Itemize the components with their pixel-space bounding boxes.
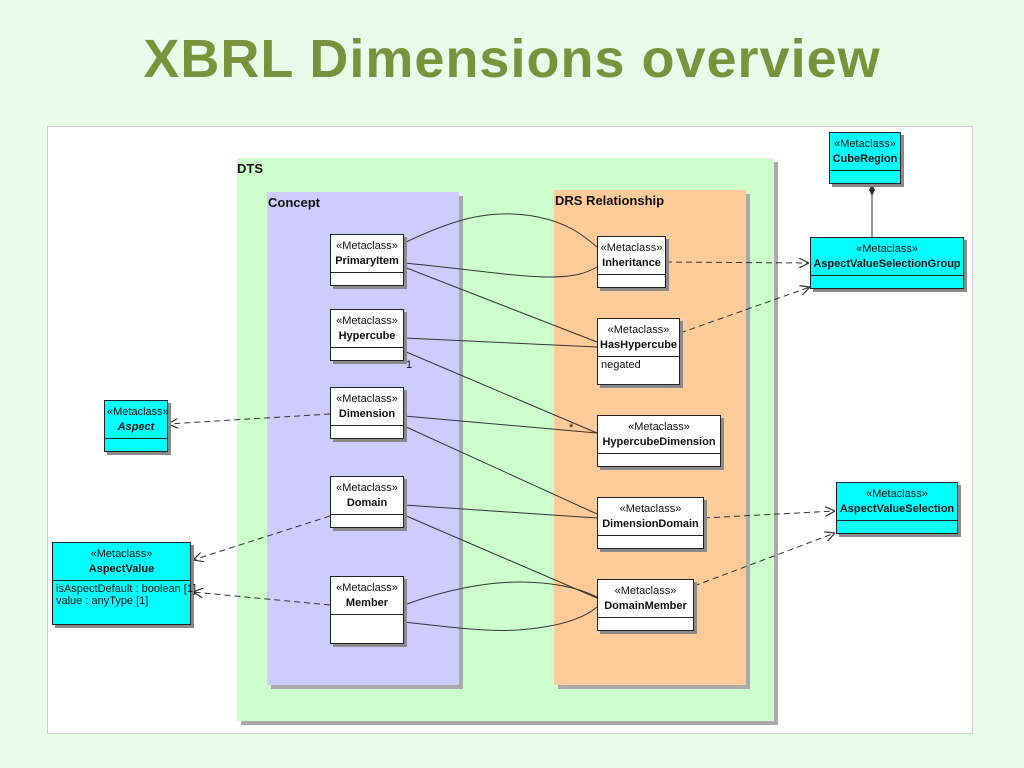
stereotype-label: «Metaclass» <box>856 243 918 255</box>
drs-relationship-package-label: DRS Relationship <box>555 193 665 208</box>
hypercube-multiplicity: 1 <box>406 359 413 371</box>
hashypercube-class[interactable]: «Metaclass» HasHypercube negated <box>597 318 680 385</box>
cuberegion-class[interactable]: «Metaclass» CubeRegion <box>829 132 901 184</box>
class-name: Domain <box>346 497 388 509</box>
stereotype-label: «Metaclass» <box>607 324 670 336</box>
domainmember-class[interactable]: «Metaclass» DomainMember <box>597 579 694 631</box>
aspect-class[interactable]: «Metaclass» Aspect <box>104 400 169 452</box>
class-name: PrimaryItem <box>335 255 399 267</box>
dimension-dimensiondomain-link <box>403 425 598 515</box>
concept-package-label: Concept <box>268 195 320 210</box>
class-name: AspectValueSelection <box>839 503 955 515</box>
stereotype-label: «Metaclass» <box>336 315 398 327</box>
class-name: AspectValueSelectionGroup <box>813 258 961 270</box>
primaryitem-inheritance-link-bottom <box>403 262 598 278</box>
hypercube-class[interactable]: «Metaclass» Hypercube <box>330 309 404 361</box>
class-name: Hypercube <box>338 330 396 342</box>
stereotype-label: «Metaclass» <box>866 488 928 500</box>
dimension-hypercubedimension-link <box>403 415 598 434</box>
hypercube-hypercubedimension-link <box>403 350 598 434</box>
aspectvalueselectiongroup-class[interactable]: «Metaclass» AspectValueSelectionGroup <box>810 237 964 289</box>
domain-class[interactable]: «Metaclass» Domain <box>330 476 404 528</box>
class-name: Inheritance <box>602 257 661 269</box>
hypercubedimension-class[interactable]: «Metaclass» HypercubeDimension <box>597 415 721 467</box>
domainmember-to-avs-dependency <box>693 533 835 587</box>
hypercubedimension-multiplicity: * <box>569 422 574 434</box>
class-name: HypercubeDimension <box>602 436 716 448</box>
association-lines <box>48 184 875 631</box>
class-name: DimensionDomain <box>602 518 699 530</box>
class-name: Aspect <box>117 421 155 433</box>
stereotype-label: «Metaclass» <box>834 138 896 150</box>
slide-title: XBRL Dimensions overview <box>143 29 881 89</box>
primaryitem-hashypercube-link <box>403 266 598 343</box>
hashypercube-to-avsg-dependency <box>679 287 810 334</box>
dimension-to-aspect-dependency <box>168 413 331 424</box>
domain-dimensiondomain-link <box>403 504 598 519</box>
class-name: AspectValue <box>88 563 155 575</box>
class-name: CubeRegion <box>832 153 898 165</box>
dimensiondomain-to-avs-dependency <box>703 511 835 519</box>
class-name: Member <box>345 597 389 609</box>
stereotype-label: «Metaclass» <box>628 421 690 433</box>
stereotype-label: «Metaclass» <box>336 240 398 252</box>
stereotype-label: «Metaclass» <box>600 242 663 254</box>
stereotype-label: «Metaclass» <box>107 406 169 418</box>
negated-attribute: negated <box>601 359 641 371</box>
member-to-aspectvalue-dependency <box>193 592 331 606</box>
member-domainmember-link-bottom <box>403 606 598 631</box>
inheritance-class[interactable]: «Metaclass» Inheritance <box>597 236 666 288</box>
dts-package-label: DTS <box>237 161 263 176</box>
diagram-canvas: DTS Concept DRS Relationship <box>47 126 973 734</box>
dimensiondomain-class[interactable]: «Metaclass» DimensionDomain <box>597 497 704 549</box>
stereotype-label: «Metaclass» <box>90 548 153 560</box>
stereotype-label: «Metaclass» <box>614 585 677 597</box>
stereotype-label: «Metaclass» <box>619 503 682 515</box>
member-class[interactable]: «Metaclass» Member <box>330 576 404 644</box>
class-name: DomainMember <box>604 600 687 612</box>
member-domainmember-link-top <box>403 581 598 606</box>
aspectvalueselection-class[interactable]: «Metaclass» AspectValueSelection <box>836 482 958 534</box>
value-attribute: value : anyType [1] <box>56 595 149 607</box>
class-name: Dimension <box>338 408 396 420</box>
stereotype-label: «Metaclass» <box>336 393 398 405</box>
primaryitem-class[interactable]: «Metaclass» PrimaryItem <box>330 234 404 286</box>
hypercube-hashypercube-link <box>403 337 598 348</box>
isaspectdefault-attribute: isAspectDefault : boolean [1] <box>56 583 197 595</box>
primaryitem-inheritance-link-top <box>403 213 598 248</box>
domain-domainmember-link <box>403 514 598 599</box>
domain-to-aspectvalue-dependency <box>193 515 331 560</box>
composition-diamond <box>869 184 875 196</box>
stereotype-label: «Metaclass» <box>336 482 398 494</box>
aspectvalue-class[interactable]: «Metaclass» AspectValue isAspectDefault … <box>52 542 197 625</box>
inheritance-to-avsg-dependency <box>665 262 809 263</box>
dimension-class[interactable]: «Metaclass» Dimension <box>330 387 404 439</box>
stereotype-label: «Metaclass» <box>336 582 398 594</box>
class-name: HasHypercube <box>600 339 678 351</box>
